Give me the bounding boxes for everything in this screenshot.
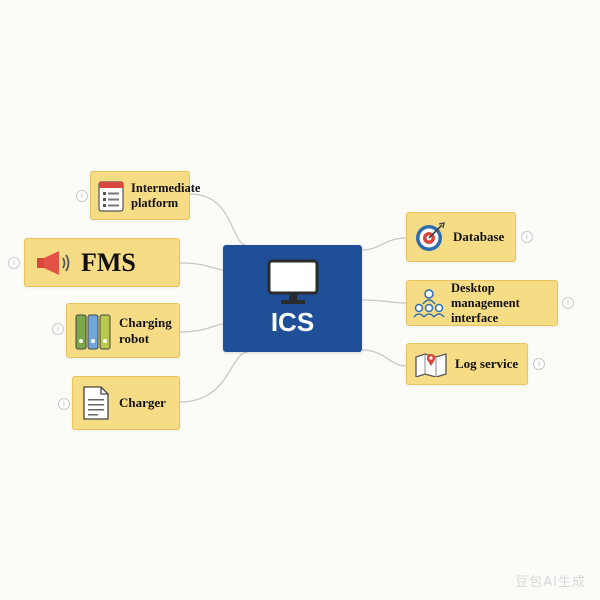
checklist-icon: [91, 171, 131, 220]
info-icon[interactable]: i: [533, 358, 545, 370]
node-label: Charger: [119, 395, 166, 411]
node-label: Log service: [455, 356, 519, 372]
document-icon: [73, 376, 119, 430]
link-log-service: [361, 349, 407, 367]
node-fms[interactable]: FMS: [24, 238, 180, 287]
info-icon[interactable]: i: [562, 297, 574, 309]
node-log-service[interactable]: Log service: [406, 343, 528, 385]
info-icon[interactable]: i: [58, 398, 70, 410]
node-label: Charging robot: [119, 314, 172, 346]
node-label: Database: [453, 229, 505, 245]
map-pin-icon: [407, 343, 455, 385]
node-label: Desktop management interface: [451, 280, 520, 325]
info-icon[interactable]: i: [52, 323, 64, 335]
megaphone-icon: [25, 238, 81, 287]
node-label: Intermediate platform: [131, 180, 201, 210]
node-database[interactable]: Database: [406, 212, 516, 262]
link-fms: [179, 262, 224, 271]
info-icon[interactable]: i: [76, 190, 88, 202]
link-charging-robot: [179, 323, 224, 333]
center-node-ics[interactable]: ICS: [223, 245, 362, 352]
link-intermediate-platform: [189, 193, 249, 247]
team-icon: [407, 280, 451, 326]
info-icon[interactable]: i: [8, 257, 20, 269]
node-charger[interactable]: Charger: [72, 376, 180, 430]
monitor-icon: [267, 259, 319, 304]
watermark: 豆包AI生成: [515, 575, 586, 590]
center-label: ICS: [270, 307, 315, 337]
binders-icon: [67, 303, 119, 358]
link-charger: [179, 351, 249, 403]
target-icon: [407, 212, 453, 262]
node-label: FMS: [81, 247, 136, 277]
node-charging-robot[interactable]: Charging robot: [66, 303, 180, 358]
info-icon[interactable]: i: [521, 231, 533, 243]
node-desktop-management-interface[interactable]: Desktop management interface: [406, 280, 558, 326]
node-intermediate-platform[interactable]: Intermediate platform: [90, 171, 201, 220]
link-database: [361, 237, 407, 251]
link-desktop-management: [361, 299, 407, 304]
